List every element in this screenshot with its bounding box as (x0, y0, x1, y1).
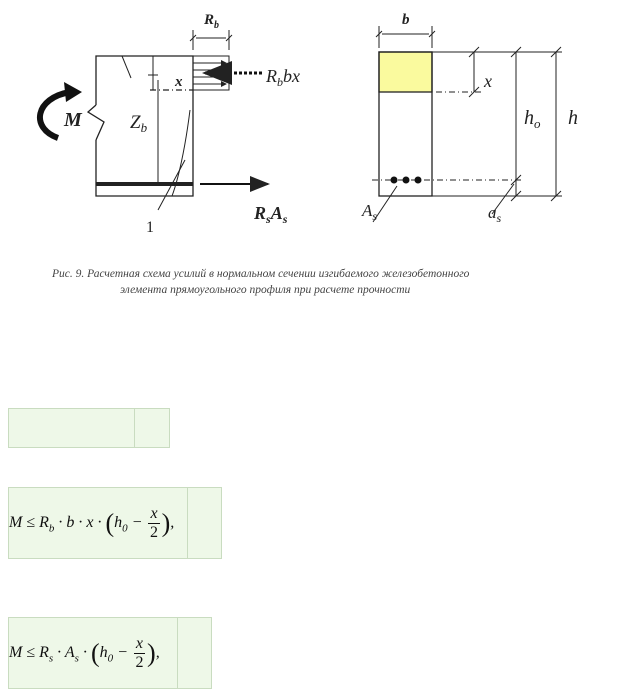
h-label: h (568, 107, 578, 129)
as-left-label: As (361, 201, 377, 223)
empty-formula-number-cell (134, 408, 170, 448)
b-label: b (402, 12, 410, 28)
x-label-right: x (483, 71, 492, 91)
formula-2-number-cell (177, 617, 212, 689)
caption-line-1: Рис. 9. Расчетная схема усилий в нормаль… (52, 268, 470, 280)
formula-1-number-cell (187, 487, 222, 559)
compressed-zone (378, 51, 433, 93)
figure-caption: Рис. 9. Расчетная схема усилий в нормаль… (52, 266, 612, 298)
moment-arrow (37, 89, 71, 141)
x-label-left: x (174, 74, 183, 90)
rebar-dots (390, 176, 422, 184)
rsas-label: RsAs (253, 203, 288, 226)
calculation-scheme-figure: Rb x Rbbx M Zb RsAs 1 (37, 12, 578, 236)
rb-top-label: Rb (203, 12, 219, 31)
caption-line-2: элемента прямоугольного профиля при расч… (120, 284, 411, 296)
moment-label: M (63, 109, 83, 131)
cross-section (372, 26, 562, 223)
empty-formula-table (8, 408, 170, 448)
zb-label: Zb (130, 112, 148, 135)
empty-formula-cell (8, 408, 135, 448)
as-right-label: as (488, 203, 502, 225)
rbbx-label: Rbbx (265, 66, 300, 89)
callout-1-label: 1 (146, 219, 154, 236)
h0-label: ho (524, 107, 541, 131)
